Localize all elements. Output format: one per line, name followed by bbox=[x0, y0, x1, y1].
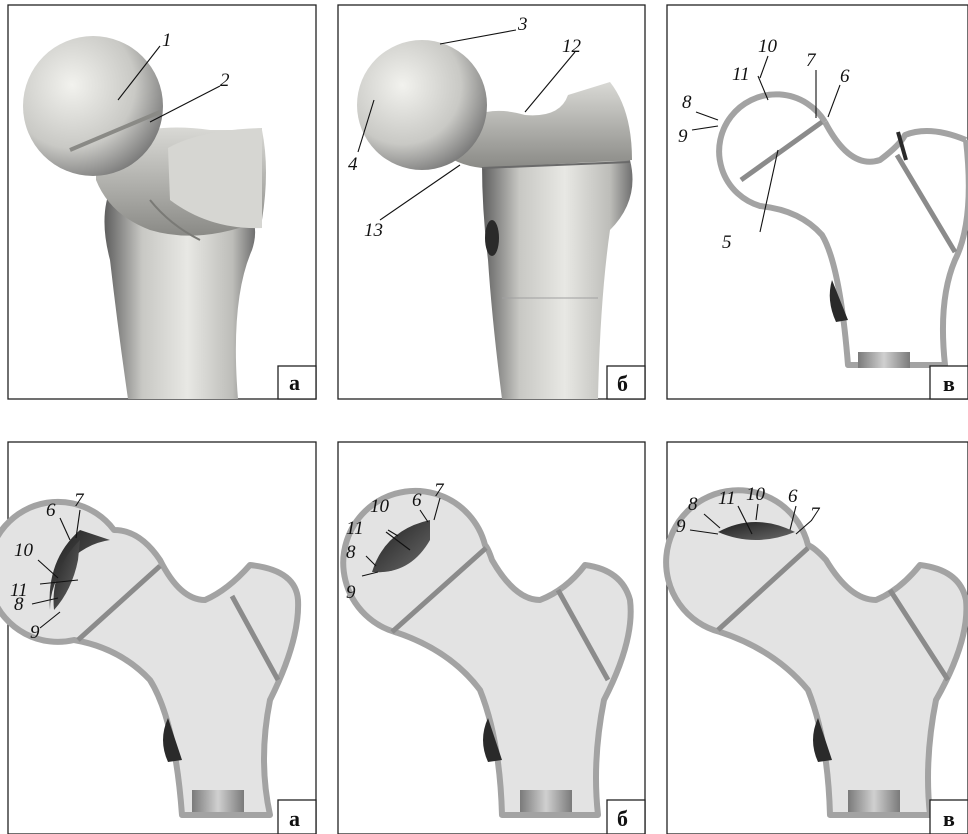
panel-letter: б bbox=[617, 806, 628, 831]
callout-label: 10 bbox=[370, 496, 390, 517]
bottom-panel-a: 6 7 8 9 10 11 а bbox=[0, 442, 316, 834]
callout-label: 8 bbox=[688, 494, 698, 515]
callout-label: 8 bbox=[346, 542, 356, 563]
callout-label: 2 bbox=[220, 70, 230, 91]
callout-label: 6 bbox=[412, 490, 422, 511]
panel-letter: а bbox=[289, 806, 300, 831]
callout-label: 11 bbox=[732, 64, 750, 85]
callout-label: 7 bbox=[434, 480, 445, 501]
bottom-panel-v: 6 7 8 9 10 11 в bbox=[666, 442, 968, 834]
callout-label: 9 bbox=[676, 516, 686, 537]
top-panel-v: 5 6 7 8 9 10 11 в bbox=[667, 5, 968, 399]
callout-label: 7 bbox=[74, 490, 85, 511]
callout-label: 9 bbox=[30, 622, 40, 643]
callout-label: 3 bbox=[517, 14, 528, 35]
callout-label: 12 bbox=[562, 36, 582, 57]
callout-label: 7 bbox=[806, 50, 817, 71]
bottom-panel-b: 6 7 8 9 10 11 б bbox=[338, 442, 645, 834]
callout-label: 10 bbox=[746, 484, 766, 505]
callout-label: 11 bbox=[718, 488, 736, 509]
callout-label: 13 bbox=[364, 220, 383, 241]
top-panel-a: 1 2 а bbox=[8, 5, 316, 399]
callout-label: 6 bbox=[840, 66, 850, 87]
top-panel-b: 3 4 12 13 б bbox=[338, 5, 645, 399]
callout-label: 6 bbox=[46, 500, 56, 521]
callout-label: 5 bbox=[722, 232, 732, 253]
callout-label: 7 bbox=[810, 504, 821, 525]
callout-label: 11 bbox=[10, 580, 28, 601]
panel-letter: б bbox=[617, 371, 628, 396]
callout-label: 1 bbox=[162, 30, 172, 51]
panel-letter: а bbox=[289, 370, 300, 395]
panel-letter: в bbox=[943, 806, 955, 831]
callout-label: 8 bbox=[682, 92, 692, 113]
callout-label: 10 bbox=[14, 540, 34, 561]
callout-label: 9 bbox=[678, 126, 688, 147]
callout-label: 4 bbox=[348, 154, 358, 175]
callout-label: 11 bbox=[346, 518, 364, 539]
callout-label: 6 bbox=[788, 486, 798, 507]
panel-letter: в bbox=[943, 371, 955, 396]
callout-label: 9 bbox=[346, 582, 356, 603]
callout-label: 10 bbox=[758, 36, 778, 57]
